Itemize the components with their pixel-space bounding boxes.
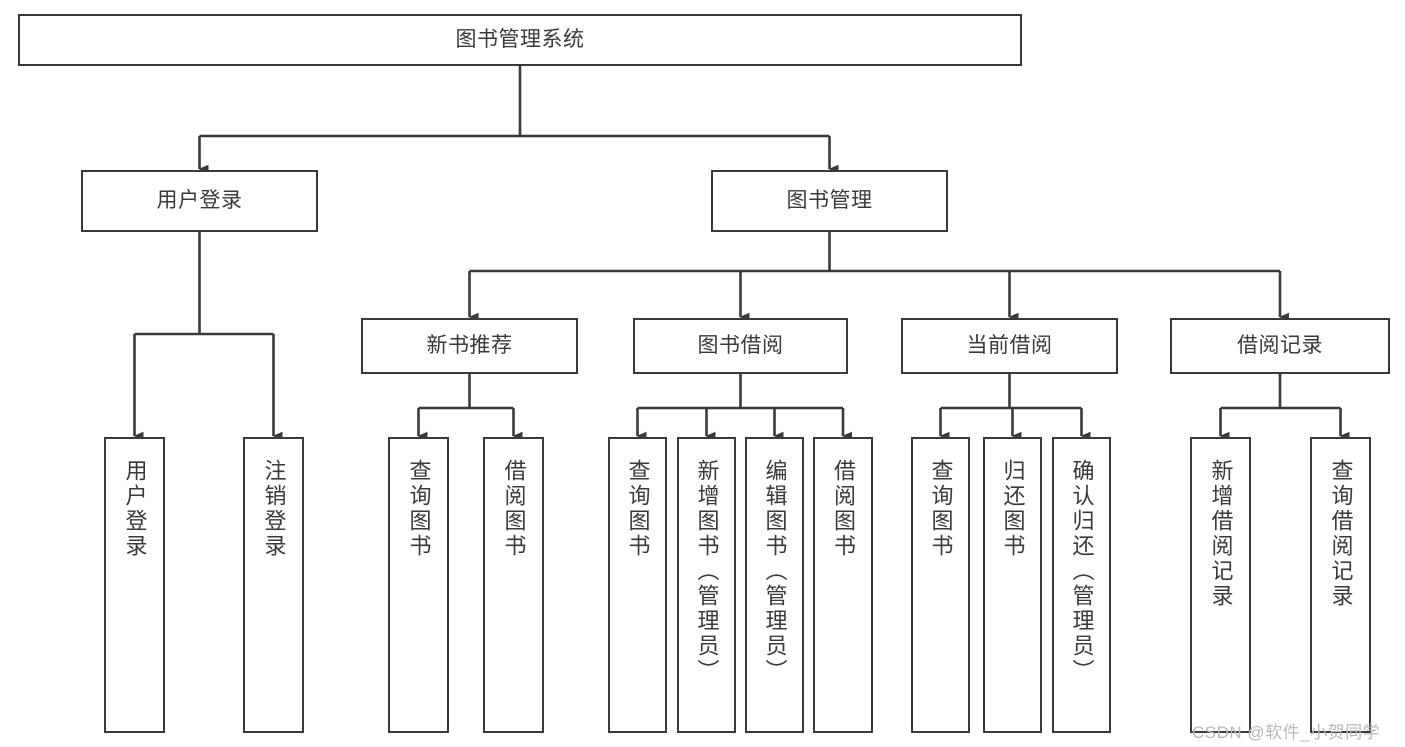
node-label-leaf-query-book-2: 查询图书: [625, 459, 651, 559]
node-label-root: 图书管理系统: [455, 27, 585, 51]
node-book-manage: 图书管理: [711, 170, 948, 232]
node-leaf-query-book-2: 查询图书: [608, 437, 667, 733]
node-root: 图书管理系统: [18, 14, 1022, 66]
node-label-book-manage: 图书管理: [786, 188, 873, 212]
node-leaf-logout: 注销登录: [243, 437, 304, 733]
node-label-borrow-record: 借阅记录: [1237, 333, 1323, 357]
node-label-leaf-confirm-return: 确认归还（管理员）: [1069, 459, 1095, 684]
node-label-book-borrow: 图书借阅: [697, 333, 784, 357]
node-leaf-borrow-book-2: 借阅图书: [813, 437, 873, 733]
node-label-leaf-add-book: 新增图书（管理员）: [694, 459, 720, 684]
node-leaf-borrow-book-1: 借阅图书: [483, 437, 544, 733]
node-leaf-user-login: 用户登录: [104, 437, 165, 733]
node-leaf-add-book: 新增图书（管理员）: [677, 437, 736, 733]
node-label-leaf-logout: 注销登录: [261, 459, 287, 559]
node-label-leaf-borrow-book-2: 借阅图书: [831, 459, 856, 559]
node-borrow-record: 借阅记录: [1170, 318, 1390, 374]
node-leaf-edit-book: 编辑图书（管理员）: [745, 437, 804, 733]
node-label-leaf-edit-book: 编辑图书（管理员）: [762, 459, 788, 684]
node-leaf-query-record: 查询借阅记录: [1310, 437, 1371, 733]
node-label-leaf-return-book: 归还图书: [1000, 459, 1026, 559]
node-current-borrow: 当前借阅: [901, 318, 1118, 374]
node-label-leaf-borrow-book-1: 借阅图书: [501, 459, 527, 559]
node-leaf-return-book: 归还图书: [983, 437, 1042, 733]
node-book-borrow: 图书借阅: [633, 318, 848, 374]
watermark: CSDN @软件_小贺同学: [1192, 723, 1381, 742]
node-label-leaf-query-book-3: 查询图书: [928, 459, 954, 559]
node-user-login: 用户登录: [81, 170, 318, 232]
node-label-leaf-query-record: 查询借阅记录: [1328, 459, 1354, 609]
node-leaf-query-book-3: 查询图书: [911, 437, 970, 733]
node-label-leaf-query-book-1: 查询图书: [406, 459, 432, 559]
node-label-leaf-add-record: 新增借阅记录: [1208, 459, 1234, 609]
node-leaf-confirm-return: 确认归还（管理员）: [1052, 437, 1111, 733]
node-leaf-add-record: 新增借阅记录: [1190, 437, 1251, 733]
node-label-new-book-rec: 新书推荐: [426, 333, 513, 357]
node-leaf-query-book-1: 查询图书: [388, 437, 449, 733]
node-label-user-login: 用户登录: [156, 188, 243, 212]
node-label-current-borrow: 当前借阅: [966, 333, 1053, 357]
node-label-leaf-user-login: 用户登录: [122, 459, 148, 559]
node-new-book-rec: 新书推荐: [361, 318, 578, 374]
